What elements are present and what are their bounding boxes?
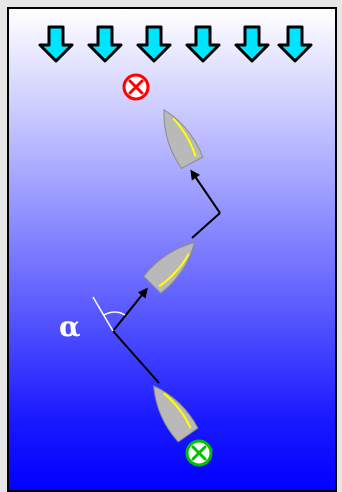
course-leg-1 <box>112 330 160 384</box>
angle-label: α <box>59 310 81 343</box>
boat-icon <box>163 108 204 170</box>
start-mark-icon <box>185 439 213 467</box>
course-leg-3 <box>191 212 221 239</box>
boat-icon <box>153 384 199 443</box>
course-leg-2 <box>112 287 148 332</box>
wind-reference-line <box>92 296 114 332</box>
course-leg-4 <box>190 169 221 214</box>
tacking-diagram: α <box>38 25 313 467</box>
wind-arrow-icon <box>234 25 270 63</box>
wind-arrow-icon <box>38 25 74 63</box>
course-path <box>92 169 221 384</box>
wind-arrow-icon <box>136 25 172 63</box>
diagram-frame: α <box>3 3 339 492</box>
wind-arrow-icon <box>277 25 313 63</box>
wind-arrows <box>38 25 313 63</box>
boat-icon <box>143 241 196 294</box>
angle-arc <box>103 311 126 316</box>
wind-diagram-panel: α <box>7 7 337 492</box>
finish-mark-icon <box>122 73 150 101</box>
wind-arrow-icon <box>185 25 221 63</box>
wind-arrow-icon <box>87 25 123 63</box>
